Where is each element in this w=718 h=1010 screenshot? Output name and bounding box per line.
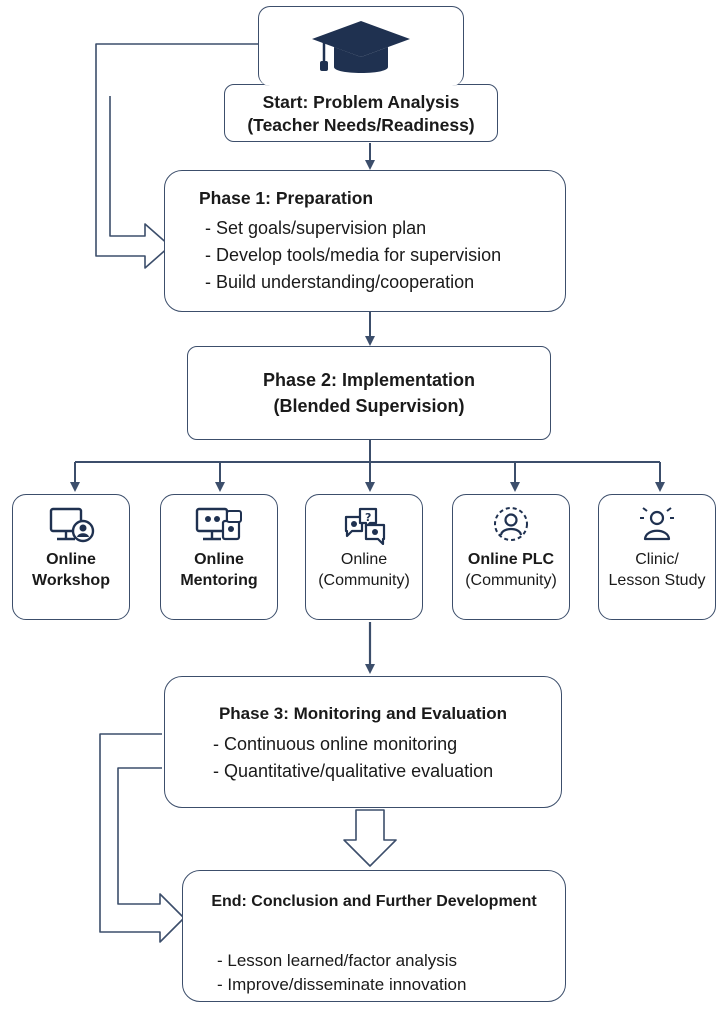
branch-connector xyxy=(74,440,661,484)
person-idea-icon xyxy=(640,507,674,541)
start-title-line1: Start: Problem Analysis xyxy=(262,92,460,112)
end-title: End: Conclusion and Further Development xyxy=(211,893,537,910)
activity-card-community: ? Online (Community) xyxy=(305,494,423,620)
end-box: End: Conclusion and Further Development … xyxy=(182,870,566,1002)
svg-text:?: ? xyxy=(365,511,371,524)
phase3-title: Phase 3: Monitoring and Evaluation xyxy=(218,704,508,723)
phase2-title-line2: (Blended Supervision) xyxy=(273,396,465,416)
activity-label: Mentoring xyxy=(180,572,258,589)
phase3-bullets: - Continuous online monitoring - Quantit… xyxy=(213,731,493,785)
graduation-cap-icon xyxy=(312,21,410,73)
activity-label: Clinic/ xyxy=(635,551,679,568)
activity-card-workshop: Online Workshop xyxy=(12,494,130,620)
activity-label: Online xyxy=(340,551,388,568)
activity-card-plc: Online PLC (Community) xyxy=(452,494,570,620)
phase2-box: Phase 2: Implementation (Blended Supervi… xyxy=(187,346,551,440)
phase1-title: Phase 1: Preparation xyxy=(199,188,374,208)
cap-box xyxy=(258,6,464,86)
activity-label: (Community) xyxy=(318,572,410,589)
end-bullet: - Improve/disseminate innovation xyxy=(217,975,467,994)
phase2-title-line1: Phase 2: Implementation xyxy=(262,370,476,390)
phase3-box: Phase 3: Monitoring and Evaluation - Con… xyxy=(164,676,562,808)
community-head-icon xyxy=(494,507,528,541)
end-bullets: - Lesson learned/factor analysis - Impro… xyxy=(217,949,466,997)
hollow-down-arrow xyxy=(343,809,397,867)
start-title-line2: (Teacher Needs/Readiness) xyxy=(247,115,475,135)
end-bullet: - Lesson learned/factor analysis xyxy=(217,951,458,970)
activity-card-mentoring: Online Mentoring xyxy=(160,494,278,620)
phase1-bullets: - Set goals/supervision plan - Develop t… xyxy=(205,215,501,296)
phase3-bullet: - Quantitative/qualitative evaluation xyxy=(213,761,494,781)
phase1-bullet: - Set goals/supervision plan xyxy=(205,218,427,238)
monitor-person-icon xyxy=(49,507,95,543)
phase1-box: Phase 1: Preparation - Set goals/supervi… xyxy=(164,170,566,312)
activity-label: Lesson Study xyxy=(608,572,706,589)
chat-bubbles-icon: ? xyxy=(344,507,386,546)
video-call-icon xyxy=(195,507,242,541)
activity-label: Online xyxy=(194,551,244,568)
feedback-loop-top xyxy=(95,43,258,269)
activity-label: Online xyxy=(46,551,96,568)
phase1-bullet: - Develop tools/media for supervision xyxy=(205,245,502,265)
activity-label: Workshop xyxy=(32,572,110,589)
activity-card-clinic: Clinic/ Lesson Study xyxy=(598,494,716,620)
start-box: Start: Problem Analysis (Teacher Needs/R… xyxy=(224,84,498,142)
activity-label: (Community) xyxy=(465,572,557,589)
phase3-bullet: - Continuous online monitoring xyxy=(213,734,458,754)
phase1-bullet: - Build understanding/cooperation xyxy=(205,272,475,292)
activity-label: Online PLC xyxy=(467,551,555,568)
